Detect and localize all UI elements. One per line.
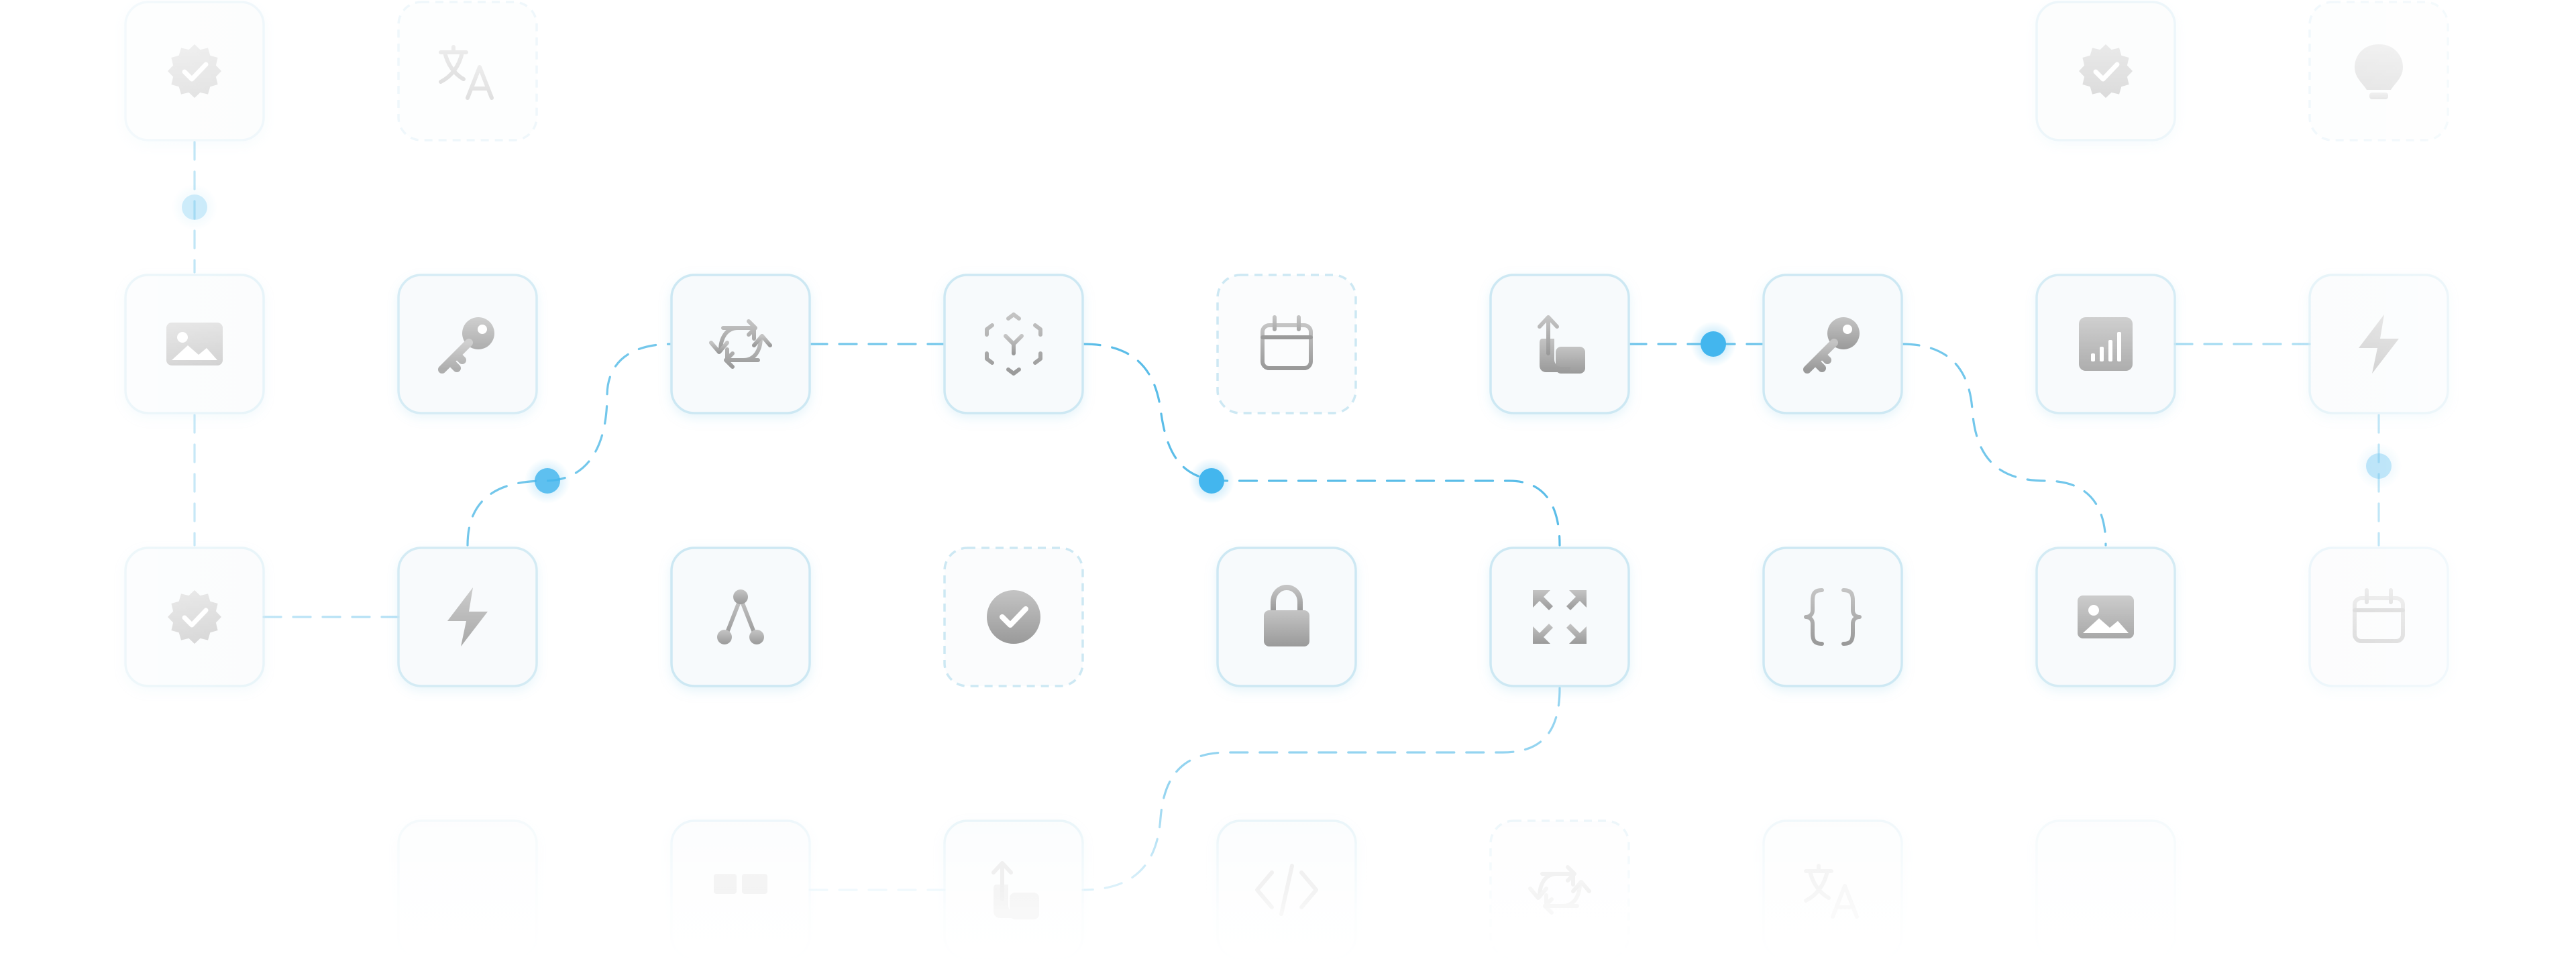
object-scan-icon: [985, 313, 1042, 376]
tile-key: [1762, 274, 1903, 414]
lightning-icon: [447, 587, 488, 646]
bar-chart-icon: [2079, 317, 2133, 371]
tile-lock: [1216, 547, 1357, 687]
tile-verified-badge: [2035, 1, 2176, 141]
tile-branch: [670, 547, 811, 687]
tile-frame: [397, 819, 538, 960]
tile-key: [397, 274, 538, 414]
tile-sync: [670, 274, 811, 414]
flow-dot: [172, 184, 217, 230]
tile-bar-chart: [2035, 274, 2176, 414]
tile-frame: [2035, 819, 2176, 960]
flow-dot: [2356, 443, 2402, 489]
tile-check-circle: [943, 547, 1084, 687]
branch-icon: [717, 589, 764, 644]
key-icon: [1803, 317, 1860, 374]
braces-icon: [1804, 588, 1862, 646]
tile-frame: [943, 819, 1084, 960]
connector-line: [466, 343, 673, 547]
tile-share-copy: [943, 819, 1084, 960]
share-copy-icon: [1538, 315, 1585, 374]
flow-dot: [525, 458, 570, 504]
connector-line: [1900, 343, 2107, 547]
tile-frame: [2308, 547, 2449, 687]
sync-icon: [709, 319, 772, 369]
tile-frame: [1762, 819, 1903, 960]
tile-verified-badge: [124, 1, 265, 141]
tile-sync: [1489, 819, 1630, 960]
tile-lightning: [2308, 274, 2449, 414]
calendar-icon: [1260, 315, 1313, 370]
tile-share-copy: [1489, 274, 1630, 414]
tile-frame: [1762, 547, 1903, 687]
translate-icon: [439, 45, 494, 100]
tile-object-scan: [943, 274, 1084, 414]
tile-frame: [670, 547, 811, 687]
expand-icon: [1533, 590, 1587, 644]
tile-frame: [1489, 274, 1630, 414]
tile-calendar: [1216, 274, 1357, 414]
tile-lightbulb: [2308, 1, 2449, 141]
tile-code: [1216, 819, 1357, 960]
connector-lines: [193, 141, 2380, 891]
tile-verified-badge: [124, 547, 265, 687]
connector-line: [1081, 343, 1561, 547]
tile-image: [2035, 547, 2176, 687]
flow-dot: [1189, 458, 1234, 504]
tile-frame: [670, 274, 811, 414]
tile-frame: [1489, 547, 1630, 687]
lock-icon: [1264, 584, 1309, 646]
image-icon: [166, 323, 223, 365]
tile-frame: [1489, 819, 1630, 960]
tile-blank: [397, 819, 538, 960]
flow-dot: [1690, 321, 1736, 367]
image-icon: [2078, 596, 2134, 638]
check-circle-icon: [987, 590, 1040, 644]
tile-image: [124, 274, 265, 414]
tile-frame: [1216, 274, 1357, 414]
tile-frame: [397, 1, 538, 141]
verified-badge-icon: [2079, 44, 2133, 98]
tile-translate: [397, 1, 538, 141]
tile-expand: [1489, 547, 1630, 687]
tile-translate: [1762, 819, 1903, 960]
tile-braces: [1762, 547, 1903, 687]
key-icon: [438, 317, 494, 374]
tile-layout: [670, 819, 811, 960]
tile-calendar: [2308, 547, 2449, 687]
tile-blank: [2035, 819, 2176, 960]
tile-frame: [670, 819, 811, 960]
tile-lightning: [397, 547, 538, 687]
